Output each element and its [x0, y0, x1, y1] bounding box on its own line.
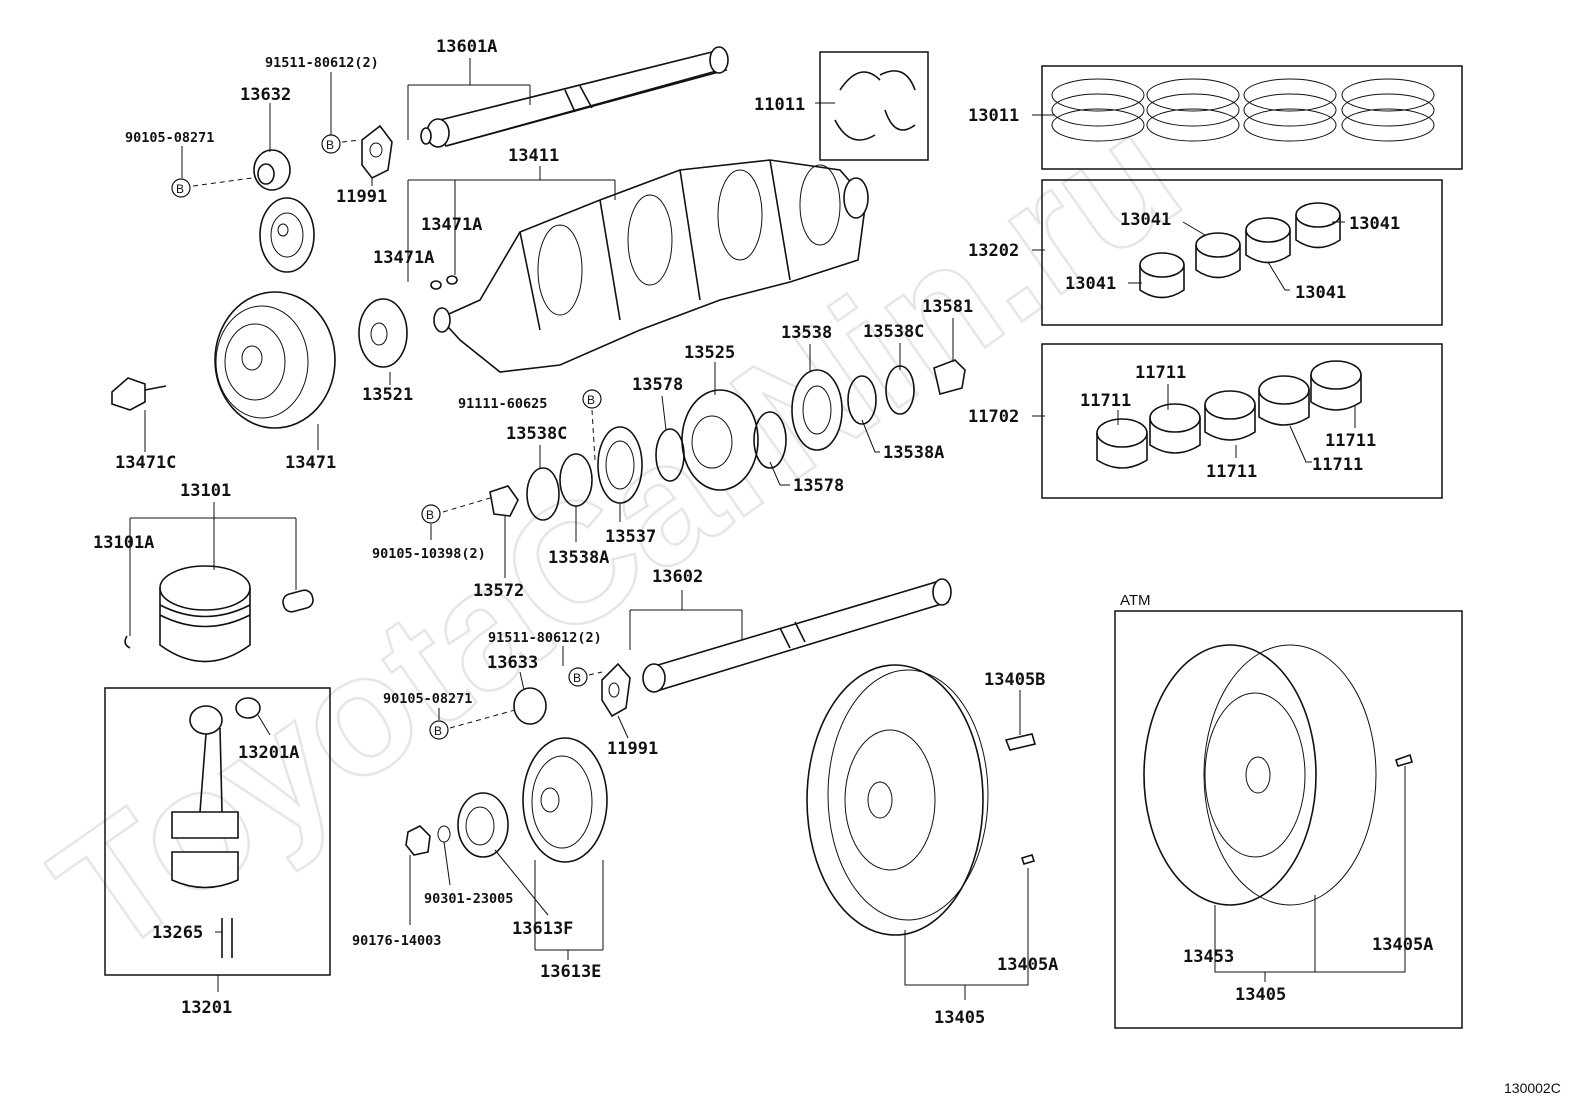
bolt-mark-plate-top: B — [321, 134, 361, 154]
figure-code: 130002C — [1504, 1080, 1561, 1096]
svg-text:B: B — [326, 138, 334, 152]
label-13578-b: 13578 — [793, 476, 844, 496]
svg-text:B: B — [587, 393, 595, 407]
bolt-mark-bottom: B — [429, 709, 516, 740]
label-90176-14003: 90176-14003 — [352, 933, 441, 949]
label-13041-d: 13041 — [1295, 283, 1346, 303]
label-11711-b: 11711 — [1080, 391, 1131, 411]
piston-ring-set-13011-part — [1041, 65, 1463, 170]
label-13538C-b: 13538C — [506, 424, 567, 444]
balance-shaft-upper-part — [420, 46, 729, 148]
label-13011: 13011 — [968, 106, 1019, 126]
label-13572: 13572 — [473, 581, 524, 601]
part-labels: 13601A 91511-80612(2) 13632 90105-08271 … — [93, 37, 1561, 1096]
flywheel-13405-part — [806, 664, 1037, 936]
label-13581: 13581 — [922, 297, 973, 317]
svg-text:B: B — [176, 182, 184, 196]
label-11711-a: 11711 — [1135, 363, 1186, 383]
crankshaft-13411-part — [433, 159, 869, 373]
label-13405A-b: 13405A — [1372, 935, 1433, 955]
balance-shaft-lower-part — [642, 578, 952, 693]
label-91111-60625: 91111-60625 — [458, 396, 547, 412]
label-91511-top: 91511-80612(2) — [265, 55, 379, 71]
label-13405-b: 13405 — [1235, 985, 1286, 1005]
label-13602: 13602 — [652, 567, 703, 587]
crankshaft-pulley-13471-part — [214, 291, 336, 429]
label-13471A-b: 13471A — [373, 248, 434, 268]
label-90105-08271-bottom: 90105-08271 — [383, 691, 472, 707]
label-11702: 11702 — [968, 407, 1019, 427]
label-13613E: 13613E — [540, 962, 601, 982]
label-13537: 13537 — [605, 527, 656, 547]
label-13041-b: 13041 — [1349, 214, 1400, 234]
label-13538A-a: 13538A — [883, 443, 944, 463]
label-13201: 13201 — [181, 998, 232, 1018]
label-13201A: 13201A — [238, 743, 299, 763]
key-13471A-part — [430, 275, 458, 290]
plate-11991-top-part — [361, 124, 393, 180]
thrust-washer-11011-part — [819, 51, 929, 161]
label-13471: 13471 — [285, 453, 336, 473]
label-13265: 13265 — [152, 923, 203, 943]
label-13525: 13525 — [684, 343, 735, 363]
leader-lines — [129, 58, 1406, 1000]
label-13405B: 13405B — [984, 670, 1045, 690]
label-90105-10398: 90105-10398(2) — [372, 546, 486, 562]
label-13411: 13411 — [508, 146, 559, 166]
bolt-mark-top: B — [171, 177, 253, 198]
label-90105-08271-top: 90105-08271 — [125, 130, 214, 146]
label-13202: 13202 — [968, 241, 1019, 261]
piston-13101-part — [124, 565, 314, 663]
crankshaft-timing-gear-13521-part — [358, 298, 408, 368]
label-13538C-a: 13538C — [863, 322, 924, 342]
label-13101A: 13101A — [93, 533, 154, 553]
label-13041-c: 13041 — [1065, 274, 1116, 294]
svg-text:B: B — [426, 508, 434, 522]
label-13041-a: 13041 — [1120, 210, 1171, 230]
label-11991-bottom: 11991 — [607, 739, 658, 759]
label-13601A: 13601A — [436, 37, 497, 57]
bolt-mark-mid: B — [421, 497, 491, 524]
label-13405-a: 13405 — [934, 1008, 985, 1028]
label-13471C: 13471C — [115, 453, 176, 473]
label-11711-d: 11711 — [1312, 455, 1363, 475]
balance-shaft-gear-13632-part — [253, 149, 315, 273]
label-13453: 13453 — [1183, 947, 1234, 967]
pulley-bolt-13471C-part — [111, 377, 167, 411]
connecting-rod-13201-part — [104, 687, 331, 976]
label-91511-bottom: 91511-80612(2) — [488, 630, 602, 646]
label-90301-23005: 90301-23005 — [424, 891, 513, 907]
bolt-mark-91111: B — [582, 389, 602, 461]
label-13405A-a: 13405A — [997, 955, 1058, 975]
label-11711-e: 11711 — [1206, 462, 1257, 482]
label-13538A-b: 13538A — [548, 548, 609, 568]
connecting-rod-bearing-set-13041-part — [1041, 179, 1443, 326]
label-13613F: 13613F — [512, 919, 573, 939]
label-13632: 13632 — [240, 85, 291, 105]
label-13578-a: 13578 — [632, 375, 683, 395]
svg-text:B: B — [434, 724, 442, 738]
crankshaft-bearing-set-11711-part — [1041, 343, 1443, 499]
balance-shaft-gear-13633-part — [405, 687, 608, 863]
label-11011: 11011 — [754, 95, 805, 115]
label-13633: 13633 — [487, 653, 538, 673]
drive-plate-atm-part — [1114, 610, 1463, 1029]
svg-text:B: B — [573, 671, 581, 685]
plate-11991-bottom-part — [601, 662, 631, 718]
label-13538: 13538 — [781, 323, 832, 343]
label-13521: 13521 — [362, 385, 413, 405]
label-11991-top: 11991 — [336, 187, 387, 207]
label-atm: ATM — [1120, 592, 1151, 609]
bolt-mark-plate-bottom: B — [568, 667, 603, 687]
label-13471A-a: 13471A — [421, 215, 482, 235]
label-13101: 13101 — [180, 481, 231, 501]
label-11711-c: 11711 — [1325, 431, 1376, 451]
